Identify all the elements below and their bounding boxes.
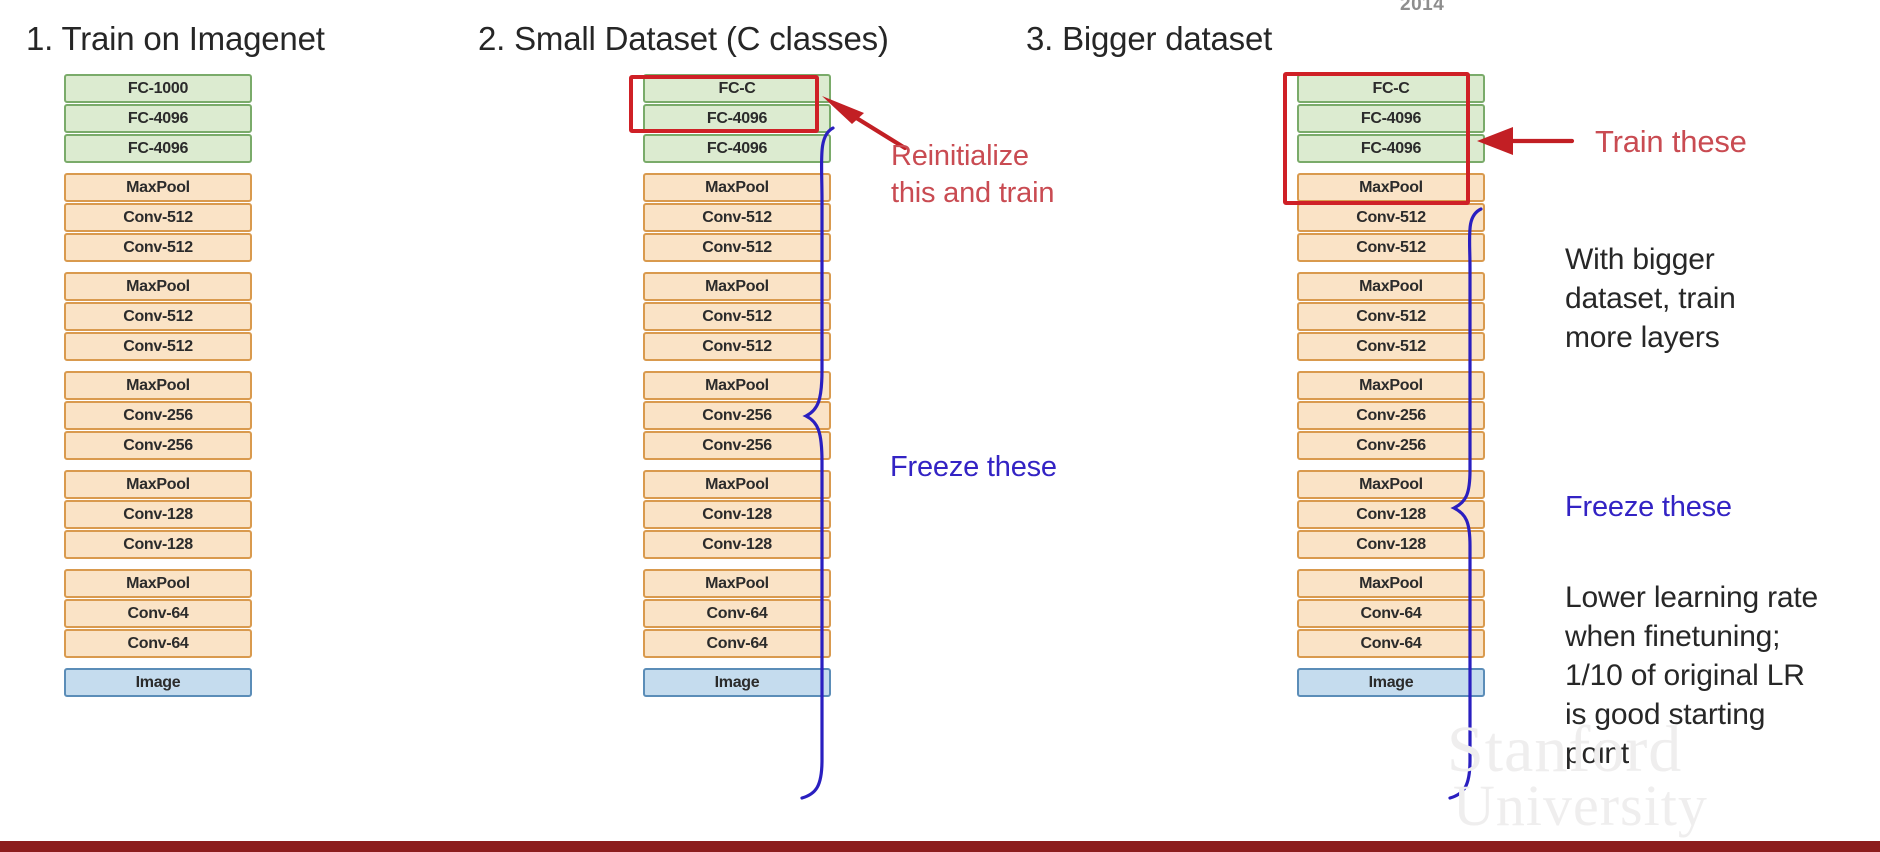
layer-box: Conv-128 [643, 500, 831, 529]
layer-box: FC-4096 [64, 104, 252, 133]
stanford-watermark: Stanford University [1447, 712, 1707, 838]
layer-box: MaxPool [1297, 371, 1485, 400]
layer-box: Conv-512 [64, 233, 252, 262]
layer-box: MaxPool [643, 371, 831, 400]
layer-box: FC-4096 [1297, 104, 1485, 133]
layer-box: MaxPool [1297, 173, 1485, 202]
layer-box: MaxPool [64, 272, 252, 301]
layer-box: MaxPool [1297, 470, 1485, 499]
layer-box: Image [643, 668, 831, 697]
layer-box: Conv-256 [64, 431, 252, 460]
layer-box: Conv-128 [64, 530, 252, 559]
layer-box: MaxPool [1297, 272, 1485, 301]
annotation-freeze-column-3: Freeze these [1565, 491, 1732, 523]
layer-box: Conv-256 [643, 431, 831, 460]
layer-box: Conv-128 [1297, 500, 1485, 529]
layer-box: Conv-128 [64, 500, 252, 529]
layer-box: FC-1000 [64, 74, 252, 103]
layer-box: Conv-512 [643, 302, 831, 331]
watermark-line-2: University [1453, 773, 1708, 838]
layer-box: Conv-512 [643, 233, 831, 262]
layer-box: Conv-256 [64, 401, 252, 430]
layer-box: Image [64, 668, 252, 697]
layer-box: FC-4096 [1297, 134, 1485, 163]
layer-box: FC-C [643, 74, 831, 103]
layer-box: Image [1297, 668, 1485, 697]
layer-box: Conv-512 [643, 332, 831, 361]
layer-box: MaxPool [64, 569, 252, 598]
layer-box: Conv-256 [1297, 401, 1485, 430]
layer-box: Conv-512 [1297, 203, 1485, 232]
ghost-year-text: 2014 [1400, 0, 1445, 15]
layer-box: Conv-64 [1297, 629, 1485, 658]
layer-box: Conv-512 [64, 302, 252, 331]
layer-box: Conv-512 [64, 203, 252, 232]
layer-box: MaxPool [643, 569, 831, 598]
layer-box: Conv-512 [1297, 332, 1485, 361]
layer-box: MaxPool [643, 272, 831, 301]
layer-box: FC-C [1297, 74, 1485, 103]
annotation-freeze-column-2: Freeze these [890, 451, 1057, 483]
column-2-heading: 2. Small Dataset (C classes) [478, 20, 889, 57]
layer-box: Conv-512 [64, 332, 252, 361]
layer-box: MaxPool [64, 371, 252, 400]
layer-box: Conv-256 [643, 401, 831, 430]
layer-box: Conv-128 [1297, 530, 1485, 559]
layer-box: Conv-64 [1297, 599, 1485, 628]
layer-box: MaxPool [643, 470, 831, 499]
layer-box: Conv-512 [1297, 302, 1485, 331]
layer-box: MaxPool [643, 173, 831, 202]
layer-box: Conv-64 [643, 629, 831, 658]
layer-box: MaxPool [1297, 569, 1485, 598]
layer-box: FC-4096 [64, 134, 252, 163]
layer-box: Conv-64 [643, 599, 831, 628]
layer-box: Conv-64 [64, 629, 252, 658]
watermark-line-1: Stanford [1447, 713, 1683, 786]
layer-box: MaxPool [64, 173, 252, 202]
layer-box: FC-4096 [643, 134, 831, 163]
bottom-accent-bar [0, 841, 1880, 852]
annotation-train-these: Train these [1595, 124, 1747, 159]
layer-box: FC-4096 [643, 104, 831, 133]
annotation-lower-lr-note: Lower learning rate when finetuning; 1/1… [1565, 581, 1819, 770]
layer-box: MaxPool [64, 470, 252, 499]
annotation-reinitialize: Reinitialize this and train [891, 140, 1055, 210]
layer-box: Conv-128 [643, 530, 831, 559]
annotation-bigger-dataset-note: With bigger dataset, train more layers [1565, 243, 1736, 354]
layer-box: Conv-512 [1297, 233, 1485, 262]
layer-box: Conv-64 [64, 599, 252, 628]
layer-box: Conv-256 [1297, 431, 1485, 460]
column-1-heading: 1. Train on Imagenet [26, 20, 325, 57]
layer-box: Conv-512 [643, 203, 831, 232]
column-3-heading: 3. Bigger dataset [1026, 20, 1273, 57]
